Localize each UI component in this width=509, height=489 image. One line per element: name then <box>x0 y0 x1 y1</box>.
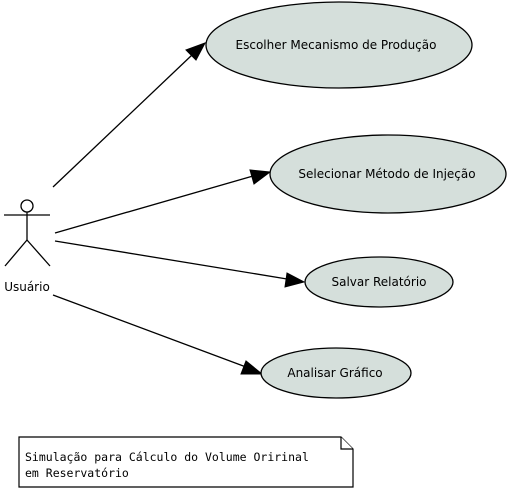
use-case-ellipse <box>205 1 473 89</box>
actor-label: Usuário <box>4 280 50 294</box>
association-2 <box>54 169 272 234</box>
actor-right-leg <box>26 239 51 267</box>
use-case-selecionar-metodo[interactable]: Selecionar Método de Injeção <box>269 134 507 214</box>
note-folded-corner <box>340 437 353 450</box>
arrow-head-1 <box>185 42 207 61</box>
use-case-escolher-mecanismo[interactable]: Escolher Mecanismo de Produção <box>205 1 473 89</box>
arrow-head-2 <box>249 169 272 185</box>
use-case-ellipse <box>260 347 412 399</box>
use-case-label: Salvar Relatório <box>331 275 426 289</box>
use-case-label: Selecionar Método de Injeção <box>298 167 475 181</box>
note-body <box>18 436 354 488</box>
arrow-head-4 <box>240 360 264 375</box>
actor-usuario[interactable]: Usuário <box>4 199 51 294</box>
association-1 <box>52 42 207 188</box>
note-text-line-1: Simulação para Cálculo do Volume Oririna… <box>25 450 309 464</box>
actor-left-leg <box>4 239 28 267</box>
use-case-salvar-relatorio[interactable]: Salvar Relatório <box>304 256 454 308</box>
use-case-ellipse <box>304 256 454 308</box>
actor-head <box>20 199 34 213</box>
association-4 <box>52 294 264 375</box>
use-case-label: Escolher Mecanismo de Produção <box>236 38 437 52</box>
note-text-line-2: em Reservatório <box>25 466 129 480</box>
association-3 <box>54 240 306 288</box>
note: Simulação para Cálculo do Volume Oririna… <box>18 436 354 488</box>
arrow-head-3 <box>284 272 306 288</box>
use-case-ellipse <box>269 134 507 214</box>
use-case-label: Analisar Gráfico <box>287 366 382 380</box>
use-case-analisar-grafico[interactable]: Analisar Gráfico <box>260 347 412 399</box>
